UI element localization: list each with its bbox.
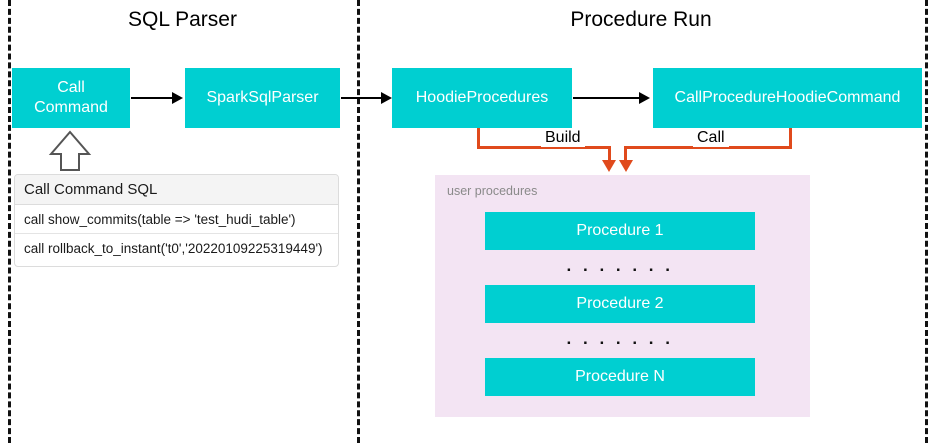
section-divider-middle [357,0,360,443]
procedure-box-n[interactable]: Procedure N [485,358,755,396]
arrow-spark-parser-to-hoodie-procedures-line [341,97,383,99]
call-connector-vertical-start [789,128,792,149]
arrow-call-command-to-spark-parser-line [131,97,173,99]
call-command-sql-table: Call Command SQL call show_commits(table… [14,174,339,267]
procedure-box-2[interactable]: Procedure 2 [485,285,755,323]
sql-table-header: Call Command SQL [15,175,338,205]
node-hoodie-procedures[interactable]: HoodieProcedures [392,68,572,128]
hollow-up-arrow-icon [48,130,92,177]
procedures-ellipsis: . . . . . . . [566,256,674,275]
call-connector-arrowhead [619,160,633,172]
sql-table-row[interactable]: call show_commits(table => 'test_hudi_ta… [15,205,338,234]
node-spark-sql-parser[interactable]: SparkSqlParser [185,68,340,128]
arrow-hoodie-procedures-to-call-command-line [573,97,641,99]
sql-table-row[interactable]: call rollback_to_instant('t0','202201092… [15,234,338,263]
arrow-call-command-to-spark-parser-head [172,92,183,104]
node-call-command-line2: Command [34,99,108,116]
section-title-procedure-run: Procedure Run [570,8,712,31]
user-procedures-panel-label: user procedures [447,184,538,198]
build-connector-vertical-end [608,146,611,163]
arrow-hoodie-procedures-to-call-command-head [639,92,650,104]
section-title-sql-parser: SQL Parser [128,8,237,31]
connector-label-call: Call [693,129,729,147]
build-connector-arrowhead [602,160,616,172]
node-call-command[interactable]: Call Command [12,68,130,128]
connector-label-build: Build [541,129,585,147]
section-divider-right [925,0,928,443]
node-call-command-line1: Call [57,79,85,96]
procedures-ellipsis: . . . . . . . [566,329,674,348]
call-connector-vertical-end [624,146,627,163]
build-connector-horizontal [477,146,611,149]
build-connector-vertical-start [477,128,480,149]
procedure-box-1[interactable]: Procedure 1 [485,212,755,250]
section-divider-left [8,0,11,443]
node-call-procedure-hoodie-command[interactable]: CallProcedureHoodieCommand [653,68,922,128]
call-connector-horizontal [624,146,792,149]
arrow-spark-parser-to-hoodie-procedures-head [381,92,392,104]
user-procedures-panel: user procedures Procedure 1 . . . . . . … [435,175,810,417]
